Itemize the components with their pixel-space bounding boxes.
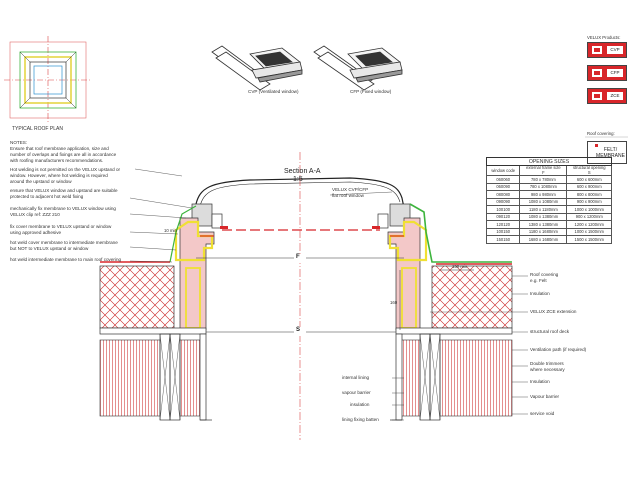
label-structural-deck: structural roof deck [530, 329, 570, 334]
cell-structural-opening: 600 x 900mm [566, 182, 612, 191]
cfp-window-sketch [313, 45, 403, 91]
label-vapour-barrier-left: vapour barrier [342, 390, 371, 395]
cell-structural-opening: 900 x 900mm [566, 197, 612, 206]
cell-structural-opening: 1500 x 1500mm [566, 235, 612, 244]
label-double-trimmers: Double trimmers where necessary [530, 361, 565, 372]
cell-window-code: 150150 [485, 235, 521, 244]
cell-window-code: 100100 [485, 205, 521, 214]
cell-window-code: 080080 [485, 190, 521, 199]
cell-structural-opening: 600 x 600mm [566, 175, 612, 184]
roof-covering-heading: Roof covering: [587, 131, 615, 136]
cell-window-code: 090090 [485, 197, 521, 206]
header-structural-opening: structural opening S [566, 165, 612, 176]
note-5: fix cover membrane to VELUX upstand or w… [10, 224, 112, 235]
label-internal-lining: internal lining [342, 375, 370, 380]
marker-f: F [296, 254, 300, 260]
covering-line-1: FELT/ [603, 147, 618, 153]
cell-structural-opening: 1000 x 1500mm [566, 227, 612, 236]
header-window-code: window code [485, 165, 521, 176]
window-label: VELUX CVP/CFP flat roof window [332, 187, 369, 198]
product-badge-zce: ZCE [587, 88, 627, 104]
product-badge-cfp: CFP [587, 65, 627, 81]
section-title: Section A-A [284, 168, 321, 175]
cell-frame-size: 1180 x 1680mm [519, 227, 568, 236]
cell-frame-size: 980 x 980mm [519, 190, 568, 199]
label-insulation-roof: Insulation [530, 291, 550, 296]
label-insulation-ceiling: Insulation [530, 379, 550, 384]
cfp-caption: CFP (Fixed window) [350, 89, 392, 94]
cell-frame-size: 1080 x 1080mm [519, 197, 568, 206]
section-drawing [99, 152, 528, 440]
cell-structural-opening: 800 x 800mm [566, 190, 612, 199]
product-label-cfp: CFP [607, 69, 623, 77]
cell-frame-size: 780 x 780mm [519, 175, 568, 184]
cell-window-code: 120120 [485, 220, 521, 229]
cell-window-code: 100150 [485, 227, 521, 236]
product-label-cvp: CVP [607, 46, 623, 54]
cell-frame-size: 1180 x 1180mm [519, 205, 568, 214]
marker-s: S [296, 327, 301, 333]
note-1: Ensure that roof membrane application, s… [10, 146, 117, 163]
section-scale: 1:5 [293, 176, 303, 183]
product-badge-cvp: CVP [587, 42, 627, 58]
roof-plan-caption: TYPICAL ROOF PLAN [12, 126, 63, 132]
note-3: ensure that VELUX window and upstand are… [10, 188, 118, 199]
cell-structural-opening: 900 x 1200mm [566, 212, 612, 221]
cell-frame-size: 1080 x 1380mm [519, 212, 568, 221]
covering-line-2: MEMBRANE [596, 153, 625, 159]
note-6: hot weld cover membrane to intermediate … [10, 240, 118, 251]
cell-window-code: 060090 [485, 182, 521, 191]
label-service-void: service void [530, 411, 555, 416]
notes-heading: NOTES: [10, 140, 28, 145]
opening-sizes-table: OPENING SIZES window code external frame… [485, 157, 612, 244]
note-2: Hot welding is not permitted on the VELU… [10, 167, 121, 184]
label-insulation-left: insulation [350, 402, 370, 407]
cell-frame-size: 1680 x 1680mm [519, 235, 568, 244]
cell-frame-size: 780 x 1080mm [519, 182, 568, 191]
cell-window-code: 060060 [485, 175, 521, 184]
note-4: mechanically fix membrane to VELUX windo… [10, 206, 116, 217]
header-frame-size: external frame size F [519, 165, 568, 176]
note-7: hot weld intermediate membrane to main r… [10, 257, 122, 262]
roof-plan [4, 36, 92, 124]
cell-structural-opening: 1200 x 1200mm [566, 220, 612, 229]
cvp-caption: CVP (Ventilated window) [248, 89, 299, 94]
product-label-zce: ZCE [607, 92, 623, 100]
products-heading: VELUX Products: [587, 35, 621, 40]
cvp-window-sketch [211, 45, 303, 91]
label-lining-fixing-batten: lining fixing batten [342, 417, 379, 422]
label-roof-covering: Roof covering e.g. Felt [530, 272, 559, 283]
label-ventilation-path: Ventilation path (if required) [530, 347, 587, 352]
label-zce-extension: VELUX ZCE extension [530, 309, 577, 314]
cell-frame-size: 1380 x 1380mm [519, 220, 568, 229]
cell-structural-opening: 1000 x 1000mm [566, 205, 612, 214]
label-vapour-barrier-right: Vapour barrier [530, 394, 560, 399]
dim-150-min: 150 min [452, 264, 468, 269]
dim-10-min: 10 min [164, 228, 177, 233]
dim-160: 160 [390, 300, 398, 305]
cell-window-code: 090120 [485, 212, 521, 221]
